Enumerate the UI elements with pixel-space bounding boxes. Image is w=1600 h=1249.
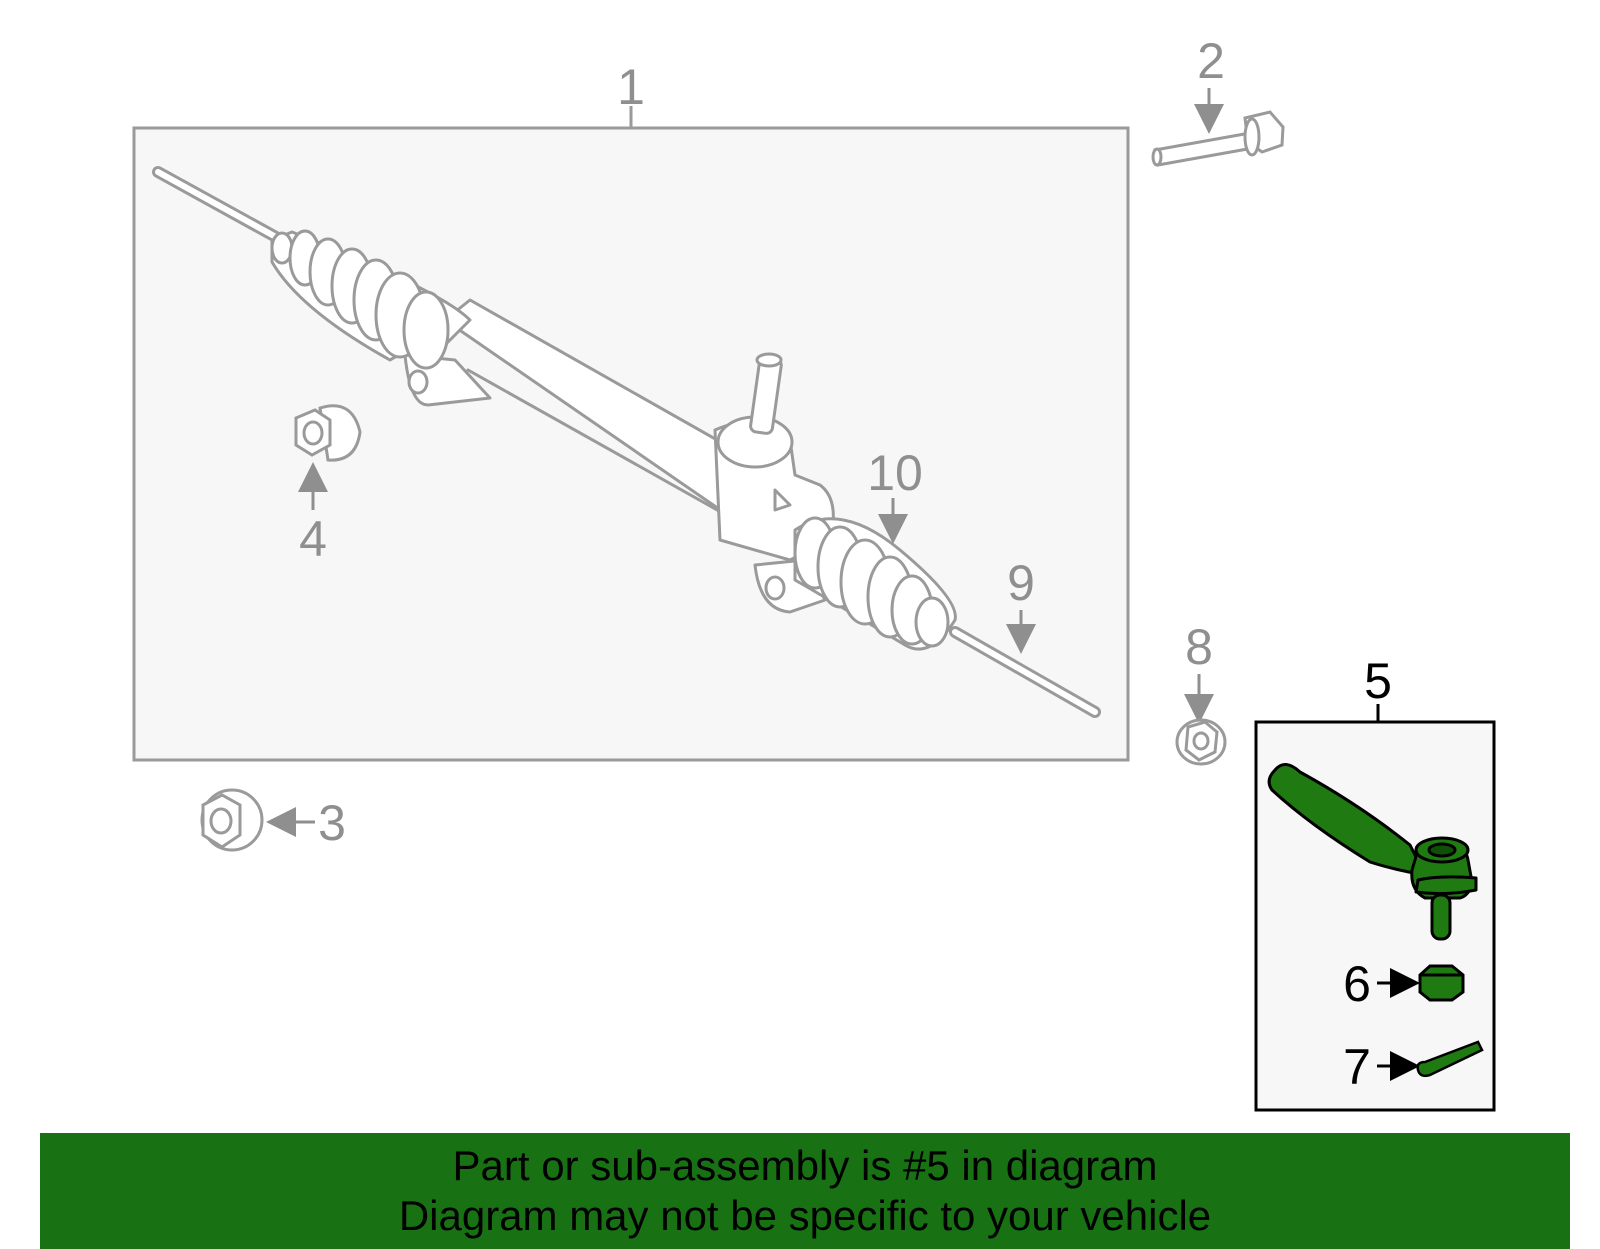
parts-diagram: 1 (132, 33, 1496, 1112)
nut-3-drawing (200, 788, 264, 852)
callout-5: 5 (1364, 653, 1392, 709)
banner-line-2: Diagram may not be specific to your vehi… (398, 1192, 1212, 1239)
nut-6-drawing (1418, 964, 1465, 1002)
cotter-pin-7-drawing (1416, 1040, 1484, 1078)
nut-8-drawing (1175, 718, 1227, 766)
callout-8: 8 (1185, 619, 1213, 675)
bolt-2-drawing (1151, 110, 1285, 167)
callout-10: 10 (867, 445, 923, 501)
callout-9: 9 (1007, 555, 1035, 611)
callout-7: 7 (1343, 1039, 1371, 1095)
callout-1: 1 (617, 59, 645, 115)
callout-2: 2 (1197, 33, 1225, 89)
banner-line-1: Part or sub-assembly is #5 in diagram (452, 1142, 1158, 1189)
tie-rod-end-5-drawing (1267, 763, 1478, 941)
callout-4: 4 (299, 511, 327, 567)
info-banner: Part or sub-assembly is #5 in diagram Di… (40, 1133, 1570, 1249)
nut-4-drawing (294, 404, 362, 462)
callout-3: 3 (318, 795, 346, 851)
steering-rack-drawing (152, 166, 1101, 718)
callout-6: 6 (1343, 956, 1371, 1012)
